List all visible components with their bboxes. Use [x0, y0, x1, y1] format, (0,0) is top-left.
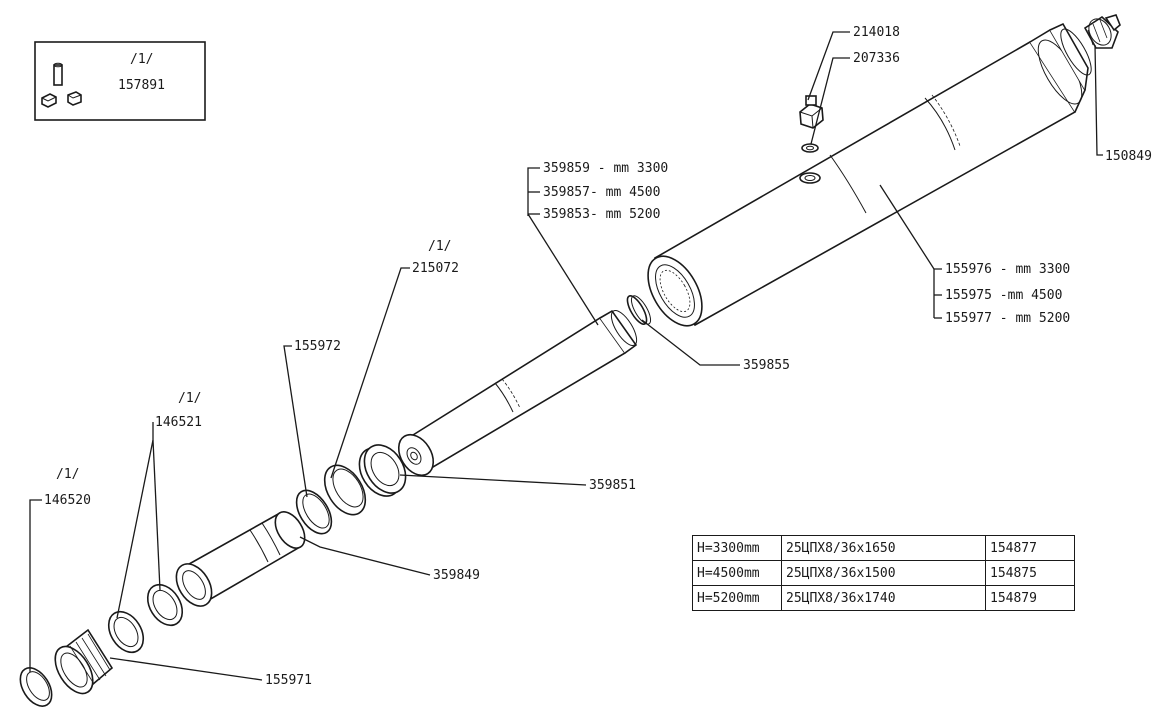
length-cell: H=4500mm [692, 560, 782, 586]
label-359859: 359859 - mm 3300 [543, 161, 668, 176]
label-155971: 155971 [265, 673, 312, 688]
end-ring-146520 [19, 667, 53, 707]
label-359851: 359851 [589, 478, 636, 493]
label-ref-215072: /1/ [428, 239, 451, 254]
inset-part-number: 157891 [118, 78, 165, 93]
callout-labels: 214018 207336 150849 359859 - mm 3300 35… [44, 25, 1152, 688]
seal-215072 [323, 464, 367, 516]
spec-cell: 25ЦПХ8/36x1500 [781, 560, 986, 586]
label-155975: 155975 -mm 4500 [945, 288, 1062, 303]
label-214018: 214018 [853, 25, 900, 40]
spec-cell: 25ЦПХ8/36x1740 [781, 585, 986, 611]
table-row: H=5200mm 25ЦПХ8/36x1740 154879 [692, 585, 1075, 611]
label-215072: 215072 [412, 261, 459, 276]
table-row: H=3300mm 25ЦПХ8/36x1650 154877 [692, 535, 1075, 561]
label-150849: 150849 [1105, 149, 1152, 164]
end-cap [1083, 14, 1121, 49]
table-row: H=4500mm 25ЦПХ8/36x1500 154875 [692, 560, 1075, 586]
inset-box: /1/ 157891 [34, 41, 206, 121]
length-cell: H=5200mm [692, 585, 782, 611]
label-155977: 155977 - mm 5200 [945, 311, 1070, 326]
guide-ring [358, 444, 407, 497]
part-cell: 154877 [985, 535, 1075, 561]
label-359849: 359849 [433, 568, 480, 583]
spec-cell: 25ЦПХ8/36x1650 [781, 535, 986, 561]
label-ref-146521: /1/ [178, 391, 201, 406]
label-ref-146520: /1/ [56, 467, 79, 482]
outer-tube [647, 22, 1092, 327]
piston-rod [397, 309, 638, 477]
label-146520: 146520 [44, 493, 91, 508]
label-359855: 359855 [743, 358, 790, 373]
o-ring-155972 [295, 489, 333, 535]
ring-146521 [107, 583, 184, 654]
label-155976: 155976 - mm 3300 [945, 262, 1070, 277]
snap-ring [626, 295, 652, 325]
part-cell: 154879 [985, 585, 1075, 611]
label-146521: 146521 [155, 415, 202, 430]
bushing-359849 [175, 511, 306, 607]
label-359857: 359857- mm 4500 [543, 185, 660, 200]
label-359853: 359853- mm 5200 [543, 207, 660, 222]
threaded-nut-155971 [54, 628, 114, 695]
label-155972: 155972 [294, 339, 341, 354]
length-cell: H=3300mm [692, 535, 782, 561]
length-spec-table: H=3300mm 25ЦПХ8/36x1650 154877 H=4500mm … [692, 535, 1075, 611]
leader-lines [29, 31, 1103, 681]
part-cell: 154875 [985, 560, 1075, 586]
label-207336: 207336 [853, 51, 900, 66]
inset-ref-label: /1/ [130, 52, 153, 67]
